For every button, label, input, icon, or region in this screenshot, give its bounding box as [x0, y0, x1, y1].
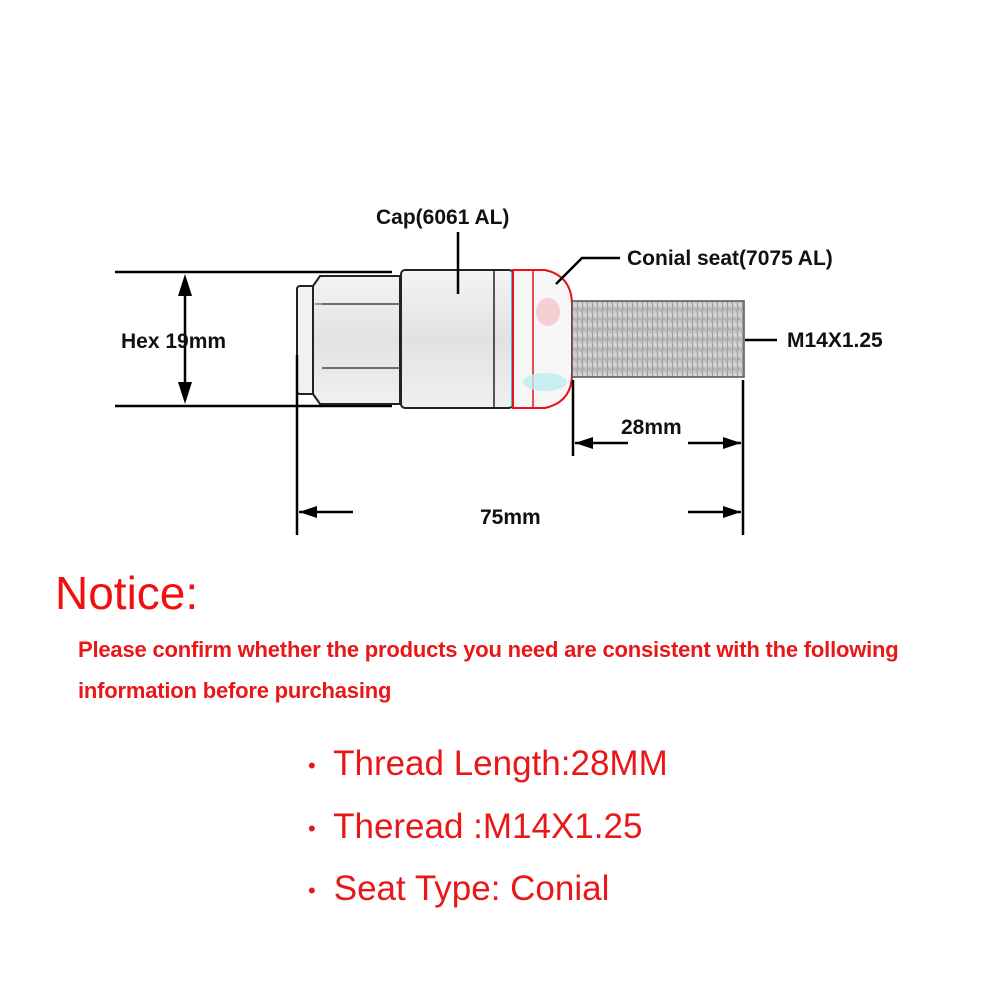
hex-nut: [296, 275, 401, 405]
hex-label: Hex 19mm: [121, 330, 226, 353]
arrow-left-icon: [575, 437, 593, 449]
arrow-right-icon: [723, 437, 741, 449]
notice-line-2: information before purchasing: [78, 678, 392, 703]
thread-length-dimension: [571, 380, 745, 535]
conical-seat: [512, 269, 573, 409]
arrow-down-icon: [178, 382, 192, 404]
notice-line-1: Please confirm whether the products you …: [78, 637, 899, 662]
total-length-label: 75mm: [480, 506, 541, 529]
bullet-icon: •: [308, 877, 316, 903]
spec-item: • Theread :M14X1.25: [308, 807, 642, 847]
seat-leader-line: [555, 256, 620, 285]
arrow-left-icon: [299, 506, 317, 518]
bullet-icon: •: [308, 752, 316, 778]
bullet-icon: •: [308, 815, 316, 841]
notice-title: Notice:: [55, 567, 199, 619]
spec-item: • Thread Length:28MM: [308, 744, 668, 784]
hex-dimension: [115, 270, 392, 408]
spec-text: Seat Type: Conial: [333, 869, 610, 908]
seat-label: Conial seat(7075 AL): [627, 247, 833, 270]
spec-text: Thread Length:28MM: [333, 744, 668, 783]
thread-length-label: 28mm: [621, 416, 682, 439]
threaded-stud: [571, 300, 745, 378]
arrow-right-icon: [723, 506, 741, 518]
total-length-dimension: [295, 355, 741, 535]
lug-nut-diagram: Cap(6061 AL) Conial seat(7075 AL) Hex 19…: [115, 206, 883, 535]
spec-text: Theread :M14X1.25: [333, 807, 643, 846]
arrow-up-icon: [178, 274, 192, 296]
cap-label: Cap(6061 AL): [376, 206, 509, 229]
thread-label: M14X1.25: [787, 329, 883, 352]
spec-item: • Seat Type: Conial: [308, 869, 609, 909]
